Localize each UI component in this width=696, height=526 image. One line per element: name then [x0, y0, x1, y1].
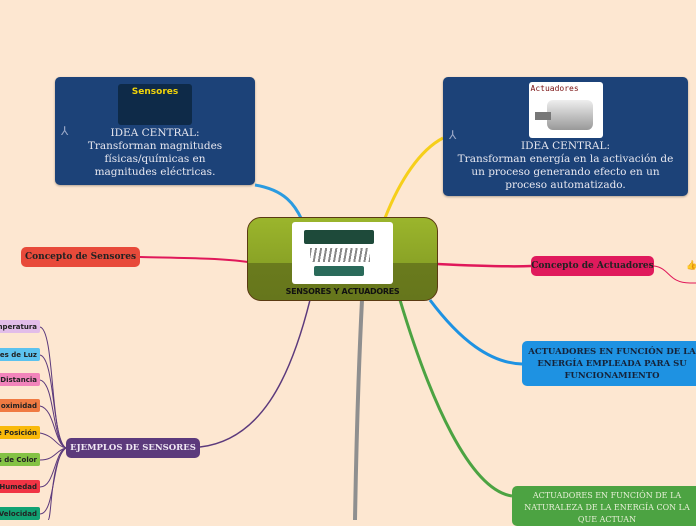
- concepto-sensores-node[interactable]: Concepto de Sensores: [21, 247, 140, 267]
- sensor-example-item[interactable]: mperatura: [0, 320, 40, 333]
- idea-heading: IDEA CENTRAL:: [110, 126, 200, 139]
- actuadores-naturaleza-label: ACTUADORES EN FUNCIÓN DE LA NATURALEZA D…: [524, 491, 690, 524]
- sensor-example-label: es de Luz: [0, 350, 37, 359]
- sensor-example-label: Humedad: [0, 482, 37, 491]
- sensor-example-label: Distancia: [0, 375, 37, 384]
- actuadores-image: Actuadores: [528, 81, 603, 138]
- actuadores-idea-node[interactable]: Actuadores ⅄ IDEA CENTRAL: Transforman e…: [443, 77, 688, 196]
- sensor-example-label: oximidad: [0, 401, 37, 410]
- actuadores-naturaleza-node[interactable]: ACTUADORES EN FUNCIÓN DE LA NATURALEZA D…: [512, 486, 696, 526]
- idea-text: Transforman energía en la activación de …: [457, 152, 674, 191]
- idea-text: Transforman magnitudes físicas/químicas …: [87, 139, 223, 178]
- sensor-example-label: Velocidad: [0, 509, 37, 518]
- sensor-example-item[interactable]: oximidad: [0, 399, 40, 412]
- actuadores-energia-node[interactable]: ACTUADORES EN FUNCIÓN DE LA ENERGÍA EMPL…: [522, 341, 696, 386]
- thumbs-up-icon: 👍: [686, 261, 696, 271]
- sensor-example-item[interactable]: Velocidad: [0, 507, 40, 520]
- concepto-actuadores-label: Concepto de Actuadores: [531, 261, 654, 271]
- ejemplos-sensores-label: EJEMPLOS DE SENSORES: [70, 443, 196, 453]
- sensors-collection-image: [292, 222, 393, 284]
- sensor-example-item[interactable]: es de Luz: [0, 348, 40, 361]
- sensores-idea-node[interactable]: Sensores ⅄ IDEA CENTRAL: Transforman mag…: [55, 77, 255, 185]
- hands-icon: ⅄: [449, 128, 457, 142]
- idea-heading: IDEA CENTRAL:: [520, 139, 611, 152]
- ejemplos-sensores-node[interactable]: EJEMPLOS DE SENSORES: [66, 438, 200, 458]
- concepto-sensores-label: Concepto de Sensores: [24, 252, 137, 262]
- sensor-example-label: s de Color: [0, 455, 37, 464]
- sensor-example-item[interactable]: s de Color: [0, 453, 40, 466]
- actuadores-image-label: Actuadores: [530, 83, 579, 93]
- sensor-example-label: mperatura: [0, 322, 37, 331]
- central-title: SENSORES Y ACTUADORES: [285, 287, 400, 296]
- sensor-example-label: e Posición: [0, 428, 37, 437]
- sensores-image-label: Sensores: [131, 86, 179, 97]
- sensor-example-item[interactable]: Distancia: [0, 373, 40, 386]
- hands-icon: ⅄: [61, 124, 69, 138]
- sensores-image: Sensores: [118, 83, 192, 125]
- central-node[interactable]: SENSORES Y ACTUADORES: [247, 217, 438, 301]
- actuadores-energia-label: ACTUADORES EN FUNCIÓN DE LA ENERGÍA EMPL…: [528, 346, 696, 381]
- sensor-example-item[interactable]: e Posición: [0, 426, 40, 439]
- concepto-actuadores-node[interactable]: Concepto de Actuadores: [531, 256, 654, 276]
- sensor-example-item[interactable]: Humedad: [0, 480, 40, 493]
